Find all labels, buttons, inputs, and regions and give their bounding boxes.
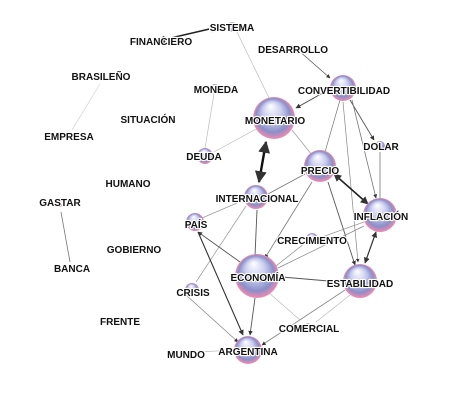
edge-precio-internacional bbox=[267, 173, 306, 195]
node-pais[interactable] bbox=[186, 213, 204, 231]
node-inflacion[interactable] bbox=[363, 198, 397, 232]
label-moneda: MONEDA bbox=[194, 85, 238, 96]
nodes bbox=[58, 22, 397, 364]
edge-inflacion-economia bbox=[277, 225, 365, 269]
label-inflacion: INFLACIÓN bbox=[354, 210, 408, 223]
node-moneda[interactable] bbox=[210, 84, 220, 94]
edge-monetario-internacional bbox=[254, 140, 271, 184]
node-estabilidad[interactable] bbox=[343, 264, 377, 298]
label-mundo: MUNDO bbox=[167, 350, 205, 361]
label-frente: FRENTE bbox=[100, 317, 140, 328]
label-humano: HUMANO bbox=[106, 179, 151, 190]
label-banca: BANCA bbox=[54, 264, 90, 275]
node-argentina[interactable] bbox=[234, 336, 262, 364]
node-crisis[interactable] bbox=[185, 283, 199, 297]
edge-convertibilidad-monetario bbox=[295, 89, 329, 109]
edge-economia-pais bbox=[197, 231, 241, 263]
label-desarrollo: DESARROLLO bbox=[258, 45, 328, 56]
label-estabilidad: ESTABILIDAD bbox=[327, 279, 393, 290]
label-comercial: COMERCIAL bbox=[279, 324, 340, 335]
label-crecimiento: CRECIMIENTO bbox=[277, 236, 347, 247]
node-convertibilidad[interactable] bbox=[330, 75, 356, 101]
label-economia: ECONOMÍA bbox=[231, 271, 286, 284]
label-gobierno: GOBIERNO bbox=[107, 245, 162, 256]
edge-inflacion-estabilidad bbox=[363, 231, 378, 264]
edge-precio-inflacion bbox=[333, 173, 369, 205]
label-crisis: CRISIS bbox=[176, 288, 210, 299]
label-convertibilidad: CONVERTIBILIDAD bbox=[298, 86, 390, 97]
label-argentina: ARGENTINA bbox=[218, 347, 277, 358]
edge-internacional-pais bbox=[201, 199, 245, 219]
edge-estabilidad-argentina bbox=[261, 289, 346, 346]
edge-desarrollo-convertibilidad bbox=[297, 49, 331, 79]
node-deuda[interactable] bbox=[197, 148, 213, 164]
node-banca[interactable] bbox=[69, 266, 73, 270]
node-economia[interactable] bbox=[235, 254, 279, 298]
label-monetario: MONETARIO bbox=[245, 116, 306, 127]
edge-monetario-precio bbox=[291, 129, 313, 156]
label-gastar: GASTAR bbox=[39, 198, 81, 209]
label-dolar: DOLAR bbox=[363, 142, 399, 153]
node-comercial[interactable] bbox=[305, 323, 311, 329]
edge-economia-estabilidad bbox=[281, 276, 341, 284]
edge-gastar-banca bbox=[60, 211, 71, 263]
edge-inflacion-crecimiento bbox=[321, 221, 365, 238]
label-deuda: DEUDA bbox=[186, 152, 222, 163]
edge-moneda-deuda bbox=[204, 93, 215, 149]
label-empresa: EMPRESA bbox=[44, 132, 93, 143]
label-financiero: FINANCIERO bbox=[130, 37, 192, 48]
edge-precio-economia bbox=[264, 181, 313, 259]
edges bbox=[60, 24, 381, 353]
edge-internacional-economia bbox=[254, 209, 258, 257]
edge-convertibilidad-inflacion bbox=[351, 99, 378, 199]
node-financiero[interactable] bbox=[157, 38, 163, 44]
edge-monetario-deuda bbox=[213, 127, 259, 153]
edge-mundo-argentina bbox=[199, 349, 233, 353]
label-sistema: SISTEMA bbox=[210, 23, 254, 34]
node-mundo[interactable] bbox=[184, 352, 188, 356]
node-desarrollo[interactable] bbox=[290, 45, 298, 53]
node-crecimiento[interactable] bbox=[306, 233, 318, 245]
node-internacional[interactable] bbox=[244, 185, 268, 209]
edge-sistema-monetario bbox=[235, 29, 271, 101]
node-gastar[interactable] bbox=[58, 203, 62, 207]
edge-economia-argentina bbox=[248, 297, 256, 336]
node-precio[interactable] bbox=[304, 150, 336, 182]
edge-crecimiento-economia bbox=[275, 242, 306, 267]
edge-crisis-argentina bbox=[185, 294, 239, 343]
edge-internacional-crisis bbox=[195, 205, 247, 283]
edge-convertibilidad-precio bbox=[324, 99, 341, 153]
edge-precio-estabilidad bbox=[327, 181, 356, 266]
node-sistema[interactable] bbox=[227, 22, 237, 32]
edge-brasileno-empresa bbox=[71, 83, 101, 131]
edge-estabilidad-comercial bbox=[315, 294, 351, 323]
edge-financiero-sistema bbox=[157, 24, 219, 44]
label-situacion: SITUACIÓN bbox=[121, 113, 176, 126]
label-pais: PAÍS bbox=[185, 218, 208, 231]
node-monetario[interactable] bbox=[253, 97, 295, 139]
label-brasileno: BRASILEÑO bbox=[72, 70, 131, 83]
node-labels: SISTEMA FINANCIERO DESARROLLO BRASILEÑO … bbox=[38, 22, 409, 362]
edge-economia-comercial bbox=[267, 291, 301, 321]
label-internacional: INTERNACIONAL bbox=[216, 194, 299, 205]
label-precio: PRECIO bbox=[301, 166, 340, 177]
node-dolar[interactable] bbox=[375, 141, 385, 151]
edge-pais-argentina bbox=[197, 231, 244, 336]
